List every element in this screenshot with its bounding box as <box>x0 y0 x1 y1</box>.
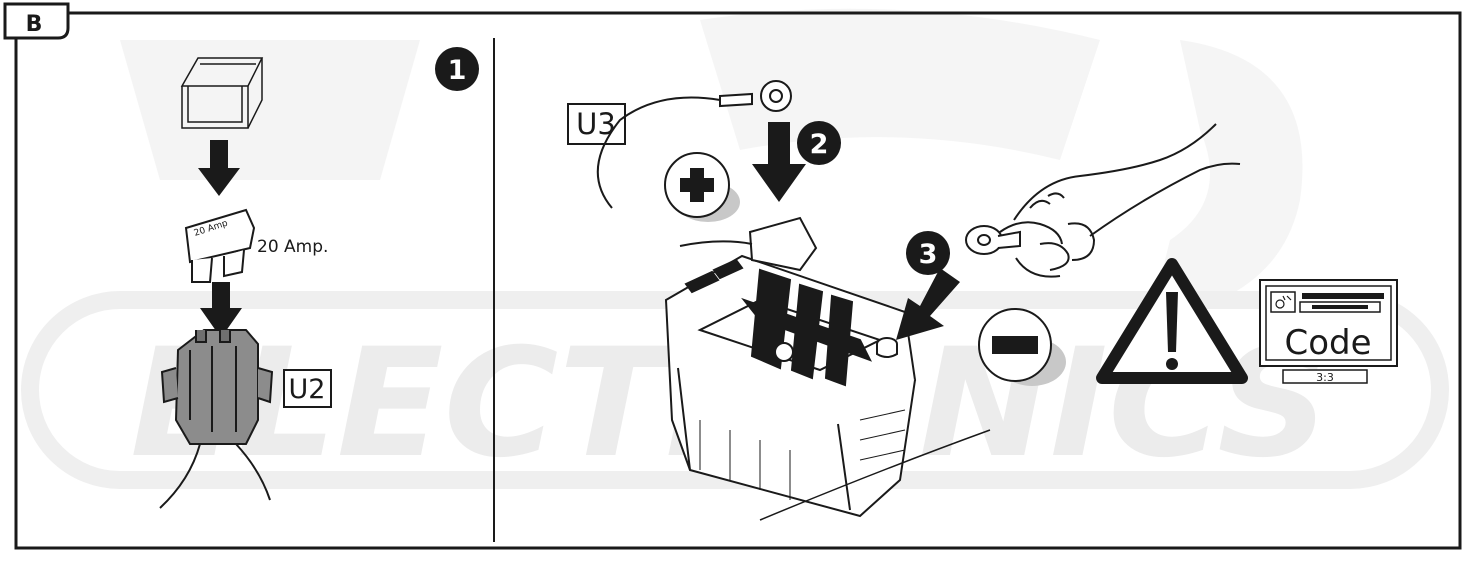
fuse-holder-label: U2 <box>289 374 326 405</box>
step-number-1: 1 <box>448 55 467 86</box>
step-badge-2: 2 <box>797 121 841 165</box>
step-number-3: 3 <box>919 239 938 270</box>
code-page-indicator: 3:3 <box>1316 371 1334 384</box>
section-tag: B <box>26 12 43 37</box>
battery-icon <box>666 218 915 516</box>
fuse-rating-label: 20 Amp. <box>257 237 328 257</box>
fuse-icon: 20 Amp <box>186 210 254 282</box>
positive-terminal-icon <box>665 153 740 222</box>
step-badge-3: 3 <box>906 231 950 275</box>
step-number-2: 2 <box>810 129 829 160</box>
code-label: Code <box>1284 323 1371 363</box>
step-badge-1: 1 <box>435 47 479 91</box>
